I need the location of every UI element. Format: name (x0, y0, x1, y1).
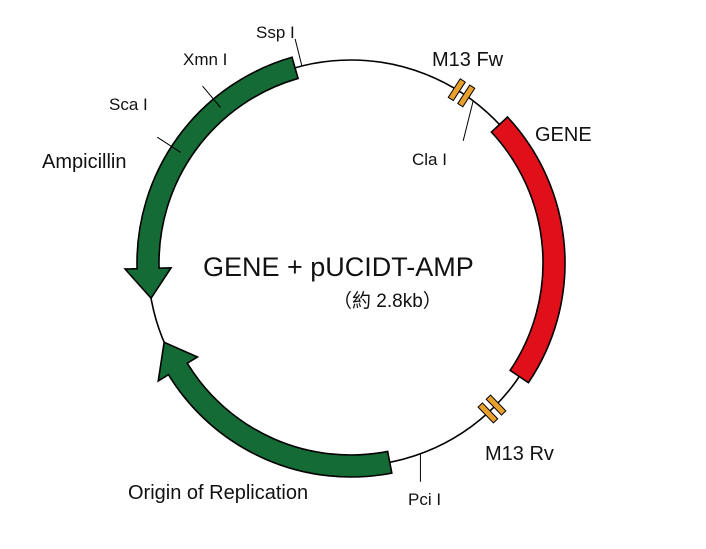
plasmid-size: （約 2.8kb） (333, 290, 442, 312)
label-gene: GENE (535, 124, 592, 146)
label-ssp-i: Ssp I (256, 23, 295, 42)
label-xmn-i: Xmn I (183, 50, 227, 69)
site-tick-xmn-i (202, 85, 221, 108)
feature-ampicillin (123, 56, 300, 300)
label-sca-i: Sca I (109, 95, 148, 114)
label-m13-rv: M13 Rv (485, 443, 554, 465)
feature-gene (490, 115, 566, 384)
label-m13-fw: M13 Fw (432, 49, 504, 71)
site-tick-ssp-i (294, 38, 303, 67)
primer-mark-m13-rv (485, 394, 507, 416)
label-cla-i: Cla I (412, 150, 447, 169)
site-tick-sca-i (156, 136, 182, 153)
feature-origin-of-replication (157, 341, 393, 478)
label-ampicillin: Ampicillin (42, 151, 126, 173)
primer-mark-m13-rv (477, 402, 499, 424)
primer-mark-m13-fw (457, 84, 476, 108)
site-tick-cla-i (462, 100, 474, 141)
plasmid-title: GENE + pUCIDT-AMP (203, 252, 474, 282)
label-origin-of-replication: Origin of Replication (128, 482, 308, 504)
label-pci-i: Pci I (408, 490, 441, 509)
primer-mark-m13-fw (447, 78, 466, 102)
